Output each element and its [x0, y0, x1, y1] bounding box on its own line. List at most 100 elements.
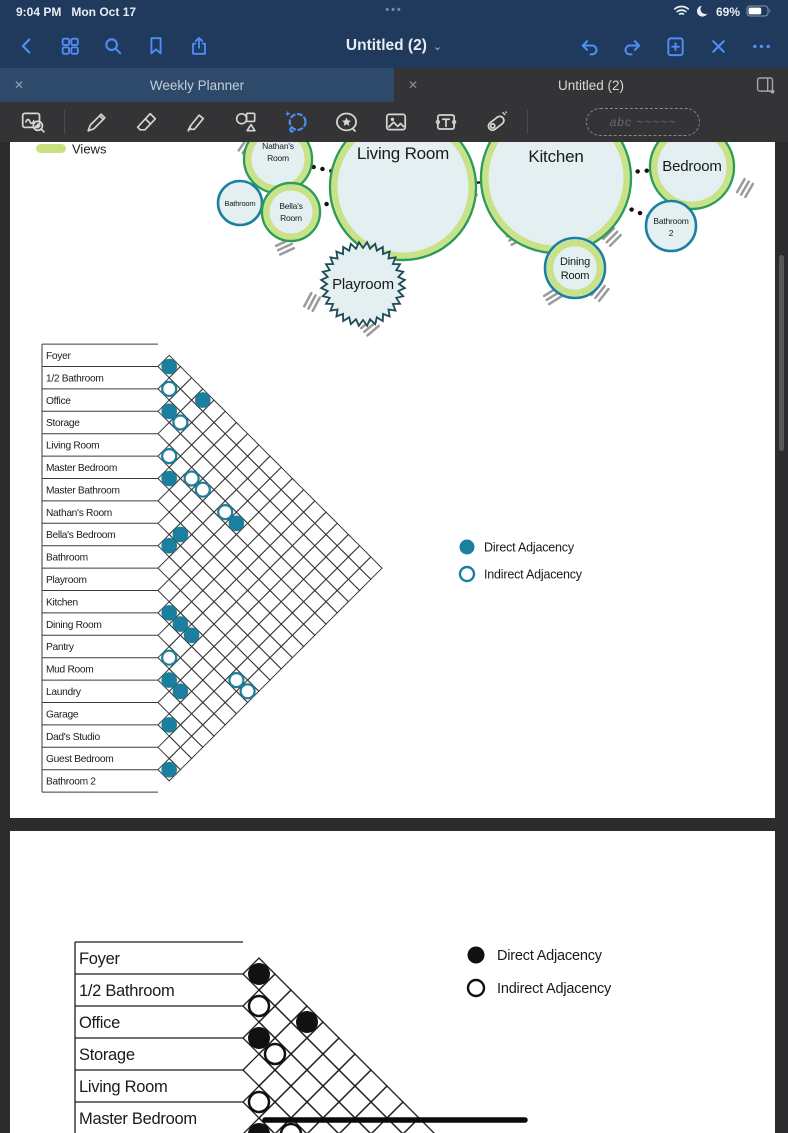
- room-bubble-label: 2: [669, 228, 674, 238]
- handwriting-recognition-area[interactable]: abc ~~~~~: [586, 108, 700, 136]
- indirect-adjacency-dot: [228, 671, 245, 689]
- indirect-adjacency-dot: [183, 470, 200, 487]
- shapes-tool[interactable]: [231, 107, 261, 137]
- room-bubble-label: Bathroom: [225, 199, 256, 208]
- room-bubble-label: Room: [267, 153, 289, 163]
- redo-icon: [624, 39, 640, 55]
- close-document-button[interactable]: [701, 29, 735, 63]
- lasso-tool[interactable]: [281, 107, 311, 137]
- room-label: Storage: [79, 1046, 135, 1064]
- page-panel-icon[interactable]: [755, 75, 776, 100]
- room-bubble-label: Nathan's: [262, 142, 294, 151]
- toolbar-divider: [64, 110, 65, 134]
- room-label: Playroom: [46, 575, 87, 586]
- room-bubble-label: Bathroom: [653, 216, 688, 226]
- title-chevron-icon: ⌄: [432, 40, 443, 53]
- add-page-icon: [666, 36, 684, 56]
- direct-adjacency-dot: [161, 605, 177, 621]
- document-title-text: Untitled (2): [345, 37, 427, 54]
- multitask-dots-icon: •••: [385, 4, 403, 16]
- room-label: Kitchen: [46, 597, 78, 608]
- views-label: Views: [72, 142, 107, 157]
- ellipsis-icon: [752, 44, 770, 48]
- wifi-icon: [673, 4, 690, 20]
- battery-percent: 69%: [715, 5, 740, 19]
- more-button[interactable]: [744, 29, 778, 63]
- room-bubble-label: Bella's: [279, 201, 302, 211]
- room-bubble-bedroom: Bedroom: [648, 142, 736, 211]
- room-label: Living Room: [79, 1078, 167, 1096]
- views-swatch: [36, 144, 66, 153]
- tab-close-icon[interactable]: ✕: [408, 78, 419, 92]
- view-hatch-marks: [735, 177, 755, 199]
- direct-adjacency-dot: [161, 537, 177, 554]
- direct-adjacency-dot: [248, 1027, 270, 1049]
- room-bubble-label: Room: [561, 270, 590, 282]
- room-bubble-bathroom-2: Bathroom 2: [644, 199, 698, 253]
- share-button[interactable]: [182, 29, 216, 63]
- room-label: Bathroom 2: [46, 777, 96, 788]
- room-bubble-kitchen: Kitchen: [479, 142, 633, 255]
- direct-adjacency-dot: [172, 683, 189, 700]
- room-label: Living Room: [46, 441, 99, 452]
- room-bubble-label: Dining: [560, 256, 590, 268]
- room-label: Bella's Bedroom: [46, 530, 115, 541]
- room-bubble-playroom: Playroom: [319, 240, 407, 328]
- eraser-tool[interactable]: [131, 107, 161, 137]
- room-label: Foyer: [46, 351, 71, 362]
- room-label: Storage: [46, 418, 80, 429]
- grid-icon: [61, 37, 79, 55]
- room-bubble-label: Bedroom: [662, 158, 721, 175]
- tab-weekly-planner[interactable]: ✕ Weekly Planner: [0, 68, 394, 102]
- indirect-adjacency-dot: [161, 649, 178, 666]
- add-page-button[interactable]: [658, 29, 692, 63]
- back-button[interactable]: [10, 29, 44, 63]
- zoom-window-tool[interactable]: [18, 107, 48, 137]
- highlighter-tool[interactable]: [181, 107, 211, 137]
- room-label: 1/2 Bathroom: [46, 373, 104, 384]
- thumbnails-button[interactable]: [53, 29, 87, 63]
- chevron-left-icon: [21, 38, 31, 54]
- room-label: Office: [46, 396, 71, 407]
- direct-adjacency-dot: [161, 403, 177, 420]
- room-bubble-label: Room: [280, 213, 302, 223]
- toolbar-divider: [527, 110, 528, 134]
- undo-button[interactable]: [572, 29, 606, 63]
- tab-untitled-2[interactable]: ✕ Untitled (2): [394, 68, 788, 102]
- room-bubble-label: Living Room: [357, 144, 449, 163]
- search-button[interactable]: [96, 29, 130, 63]
- document-title[interactable]: Untitled (2) ⌄: [346, 37, 442, 55]
- scrollbar-thumb[interactable]: [779, 255, 784, 451]
- room-bubble-label: Playroom: [332, 276, 394, 293]
- bookmark-icon: [150, 37, 162, 55]
- tab-close-icon[interactable]: ✕: [14, 78, 25, 92]
- image-tool[interactable]: [381, 107, 411, 137]
- pen-tool[interactable]: [81, 107, 111, 137]
- view-hatch-marks: [602, 227, 622, 247]
- direct-adjacency-dot: [195, 392, 211, 408]
- indirect-adjacency-dot: [194, 481, 211, 498]
- room-bubble-bathroom: Bathroom: [216, 179, 264, 227]
- direct-adjacency-swatch: [467, 946, 485, 964]
- elements-sticker-tool[interactable]: [331, 107, 361, 137]
- indirect-adjacency-dot: [161, 380, 178, 397]
- text-tool[interactable]: [431, 107, 461, 137]
- direct-adjacency-dot: [183, 627, 200, 644]
- tape-tool[interactable]: [481, 107, 511, 137]
- indirect-adjacency-dot: [279, 1122, 303, 1133]
- room-label: Garage: [46, 709, 79, 720]
- indirect-adjacency-dot: [172, 414, 189, 431]
- room-label: Master Bedroom: [79, 1110, 197, 1128]
- room-label: Master Bathroom: [46, 485, 120, 496]
- room-bubble-living-room: Living Room: [328, 142, 478, 262]
- redo-button[interactable]: [615, 29, 649, 63]
- bookmark-button[interactable]: [139, 29, 173, 63]
- direct-adjacency-dot: [228, 515, 245, 532]
- direct-adjacency-dot: [172, 616, 189, 632]
